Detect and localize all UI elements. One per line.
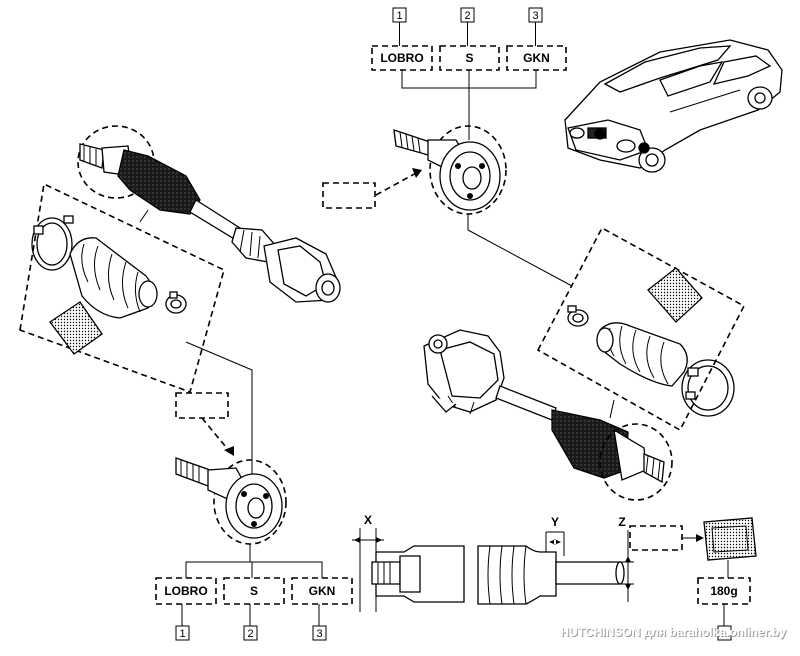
left-kit-connector: [185, 341, 253, 478]
bottom-option-number-1: 1: [175, 625, 190, 641]
top-option-number-3-text: 3: [532, 10, 538, 22]
watermark: HUTCHINSON для baraholka.onliner.by: [560, 625, 786, 639]
grease-empty-label-box: [629, 525, 683, 551]
bottom-option-label-lobro: LOBRO: [164, 584, 207, 598]
lower-cv-joint: [175, 457, 287, 562]
car-illustration: [564, 39, 783, 173]
left-kit-frame: [19, 182, 225, 394]
grease-packet-icon: [703, 517, 757, 561]
top-option-label-gkn: GKN: [523, 51, 550, 65]
bottom-option-number-2: 2: [243, 625, 258, 641]
bottom-option-box-gkn: [291, 577, 353, 605]
left-kit-boot: [69, 237, 158, 319]
dimension-z-label: Z: [618, 515, 625, 529]
grease-amount-label: 180g: [710, 584, 737, 598]
top-option-group: 1 2 3 LOBRO S GKN: [371, 7, 567, 140]
bottom-option-group: LOBRO S GKN 1 2 3: [155, 561, 353, 641]
right-kit-small-clamp: [567, 305, 589, 327]
dimension-detail: X Y Z: [352, 513, 634, 612]
bottom-option-box-s: [223, 577, 285, 605]
right-driveshaft: [423, 329, 673, 501]
grease-number-box: [717, 625, 732, 641]
right-kit-frame: [536, 226, 746, 432]
dimension-y-label: Y: [551, 515, 559, 529]
bottom-option-number-3: 3: [312, 625, 327, 641]
right-kit-boot: [596, 322, 688, 387]
left-driveshaft: [77, 125, 341, 303]
upper-pointer-arrow: [375, 171, 419, 196]
top-option-label-s: S: [465, 51, 473, 65]
right-repair-kit: [536, 226, 746, 432]
watermark-shadow: HUTCHINSON для baraholka.onliner.by: [561, 626, 787, 640]
upper-cv-joint: [393, 125, 507, 230]
left-kit-small-clamp: [165, 291, 187, 314]
right-kit-grease-packet: [647, 267, 703, 323]
bottom-option-number-2-text: 2: [247, 628, 253, 640]
top-option-number-2: 2: [460, 7, 475, 23]
bottom-option-number-1-text: 1: [179, 628, 185, 640]
right-kit-large-clamp: [681, 359, 735, 417]
bottom-option-number-3-text: 3: [316, 628, 322, 640]
left-repair-kit: [19, 182, 225, 394]
top-option-number-1: 1: [392, 7, 407, 23]
lower-pointer-arrow: [201, 417, 231, 453]
grease-detail: 180g: [629, 517, 757, 641]
upper-kit-connector: [467, 229, 573, 287]
left-kit-grease-packet: [49, 301, 103, 355]
top-option-number-3: 3: [528, 7, 543, 23]
bottom-option-label-s: S: [250, 584, 258, 598]
lower-empty-label-box: [175, 392, 229, 419]
upper-empty-label-box: [322, 182, 376, 209]
left-kit-large-clamp: [31, 215, 74, 271]
dimension-x-label: X: [364, 513, 372, 527]
bottom-option-box-lobro: [155, 577, 217, 605]
top-option-number-1-text: 1: [396, 10, 402, 22]
top-option-number-2-text: 2: [464, 10, 470, 22]
top-option-label-lobro: LOBRO: [380, 51, 423, 65]
bottom-option-label-gkn: GKN: [309, 584, 336, 598]
right-outer-joint-highlight: [599, 423, 673, 501]
